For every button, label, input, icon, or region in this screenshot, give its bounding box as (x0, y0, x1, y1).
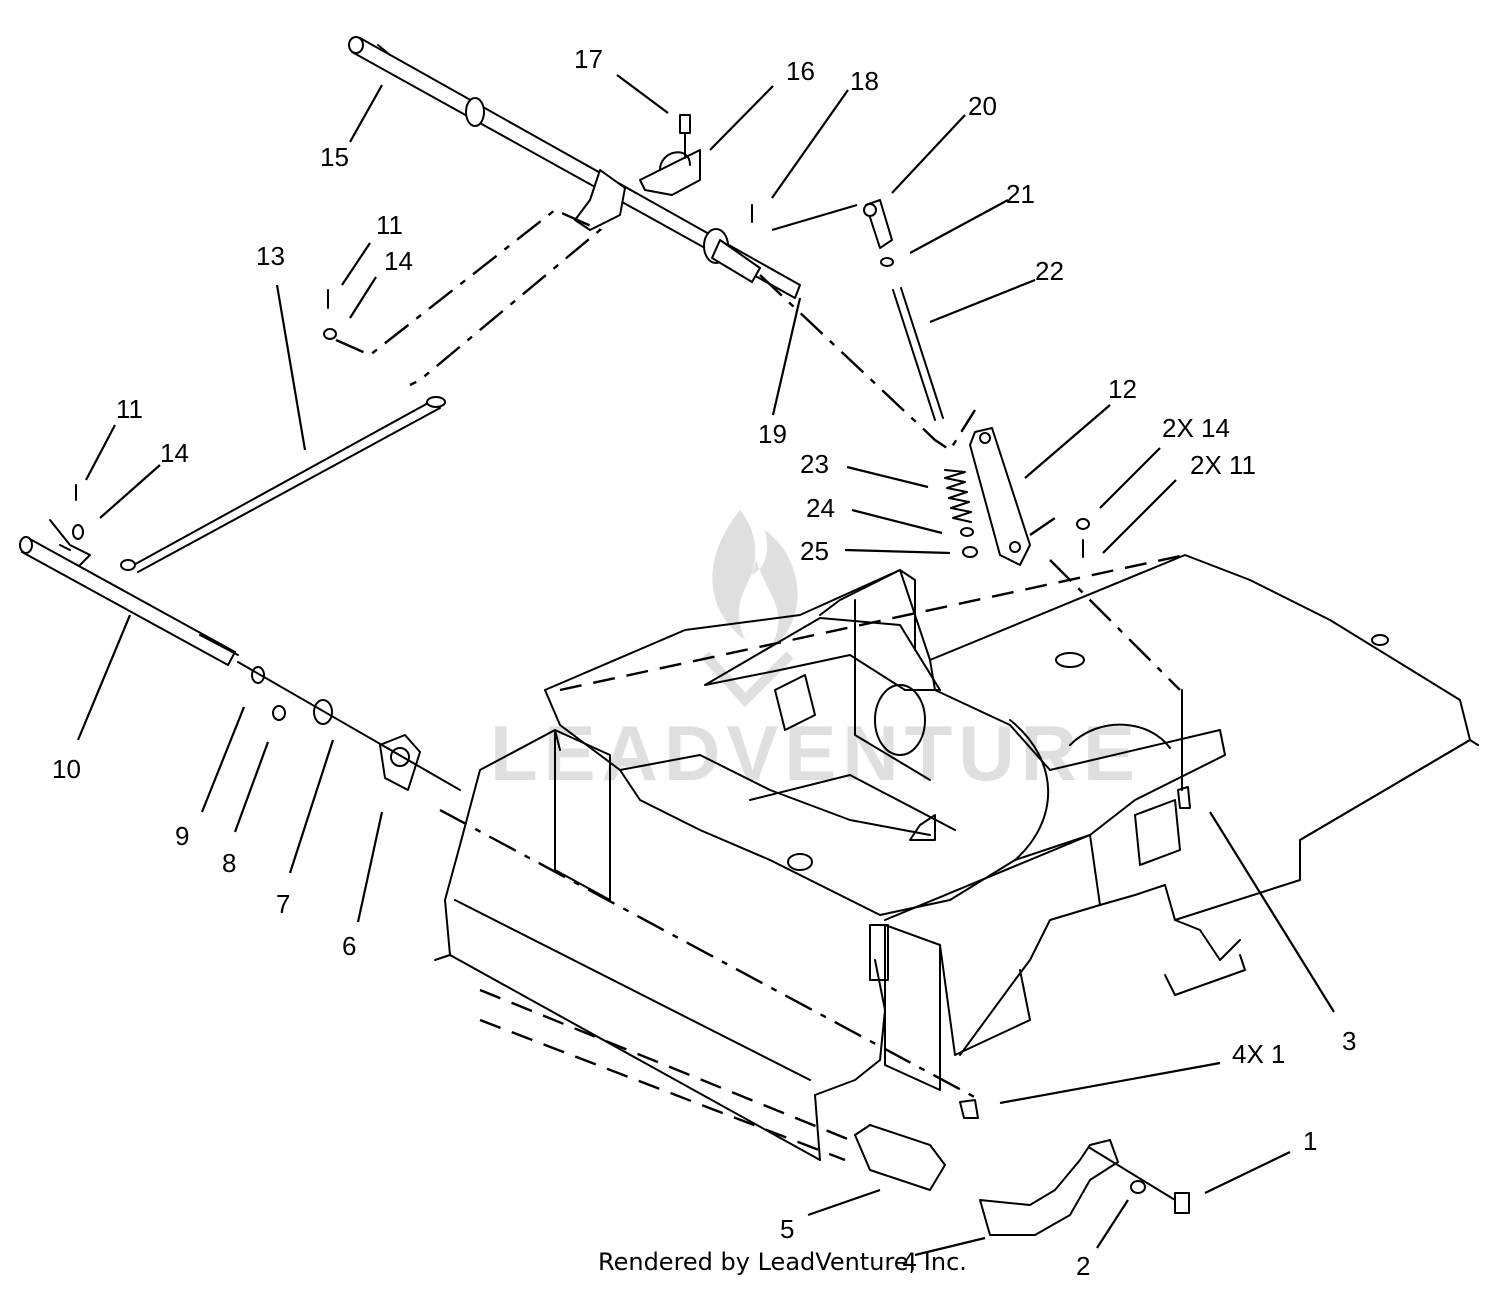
spring-23 (944, 469, 978, 558)
callout-15: 15 (320, 142, 349, 172)
callout-11-upper: 11 (376, 210, 403, 240)
callout-24: 24 (806, 493, 835, 523)
chassis-frame (434, 554, 1479, 1161)
callout-14-upper: 14 (384, 246, 413, 276)
callout-21: 21 (1006, 179, 1035, 209)
callout-23: 23 (800, 449, 829, 479)
callout-2x11: 2X 11 (1190, 450, 1256, 480)
callout-3: 3 (1342, 1026, 1356, 1056)
bolt-3 (1177, 689, 1191, 809)
credit-text: Rendered by LeadVenture, Inc. (598, 1248, 967, 1276)
lower-small-parts (237, 661, 461, 791)
callout-14-lower: 14 (160, 438, 189, 468)
callout-16: 16 (786, 56, 815, 86)
upper-shaft-15 (348, 36, 801, 299)
lift-shaft-10 (19, 519, 239, 666)
callout-1: 1 (1303, 1126, 1317, 1156)
credit-footer: Rendered by LeadVenture, Inc. 4 (598, 1248, 967, 1276)
leader-lines (76, 74, 1335, 1257)
cotter-pins (75, 204, 1090, 558)
callout-13: 13 (256, 241, 285, 271)
callout-20: 20 (968, 91, 997, 121)
callout-10: 10 (52, 754, 81, 784)
callout-labels: 17 16 18 20 21 22 15 13 11 14 19 12 2X 1… (52, 44, 1356, 1281)
callout-12: 12 (1108, 374, 1137, 404)
callout-8: 8 (222, 848, 236, 878)
callout-2: 2 (1076, 1251, 1090, 1281)
lift-link-13 (120, 396, 446, 573)
callout-2x14: 2X 14 (1162, 413, 1230, 443)
callout-18: 18 (850, 66, 879, 96)
lever-12 (969, 427, 1031, 566)
pedal-4 (854, 1099, 1190, 1236)
clevis-rod-assembly (863, 199, 944, 421)
callout-22: 22 (1035, 256, 1064, 286)
callout-11-lower: 11 (116, 394, 143, 424)
callout-17: 17 (574, 44, 603, 74)
callout-6: 6 (342, 931, 356, 961)
callout-4x1: 4X 1 (1232, 1039, 1286, 1069)
page-number: 4 (902, 1248, 917, 1276)
bracket-16 (639, 114, 701, 196)
callout-9: 9 (175, 821, 189, 851)
callout-7: 7 (276, 889, 290, 919)
assembly-lines (439, 553, 1186, 1162)
dashdot-lines (335, 208, 1056, 536)
callout-5: 5 (780, 1214, 794, 1244)
callout-19: 19 (758, 419, 787, 449)
callout-25: 25 (800, 536, 829, 566)
